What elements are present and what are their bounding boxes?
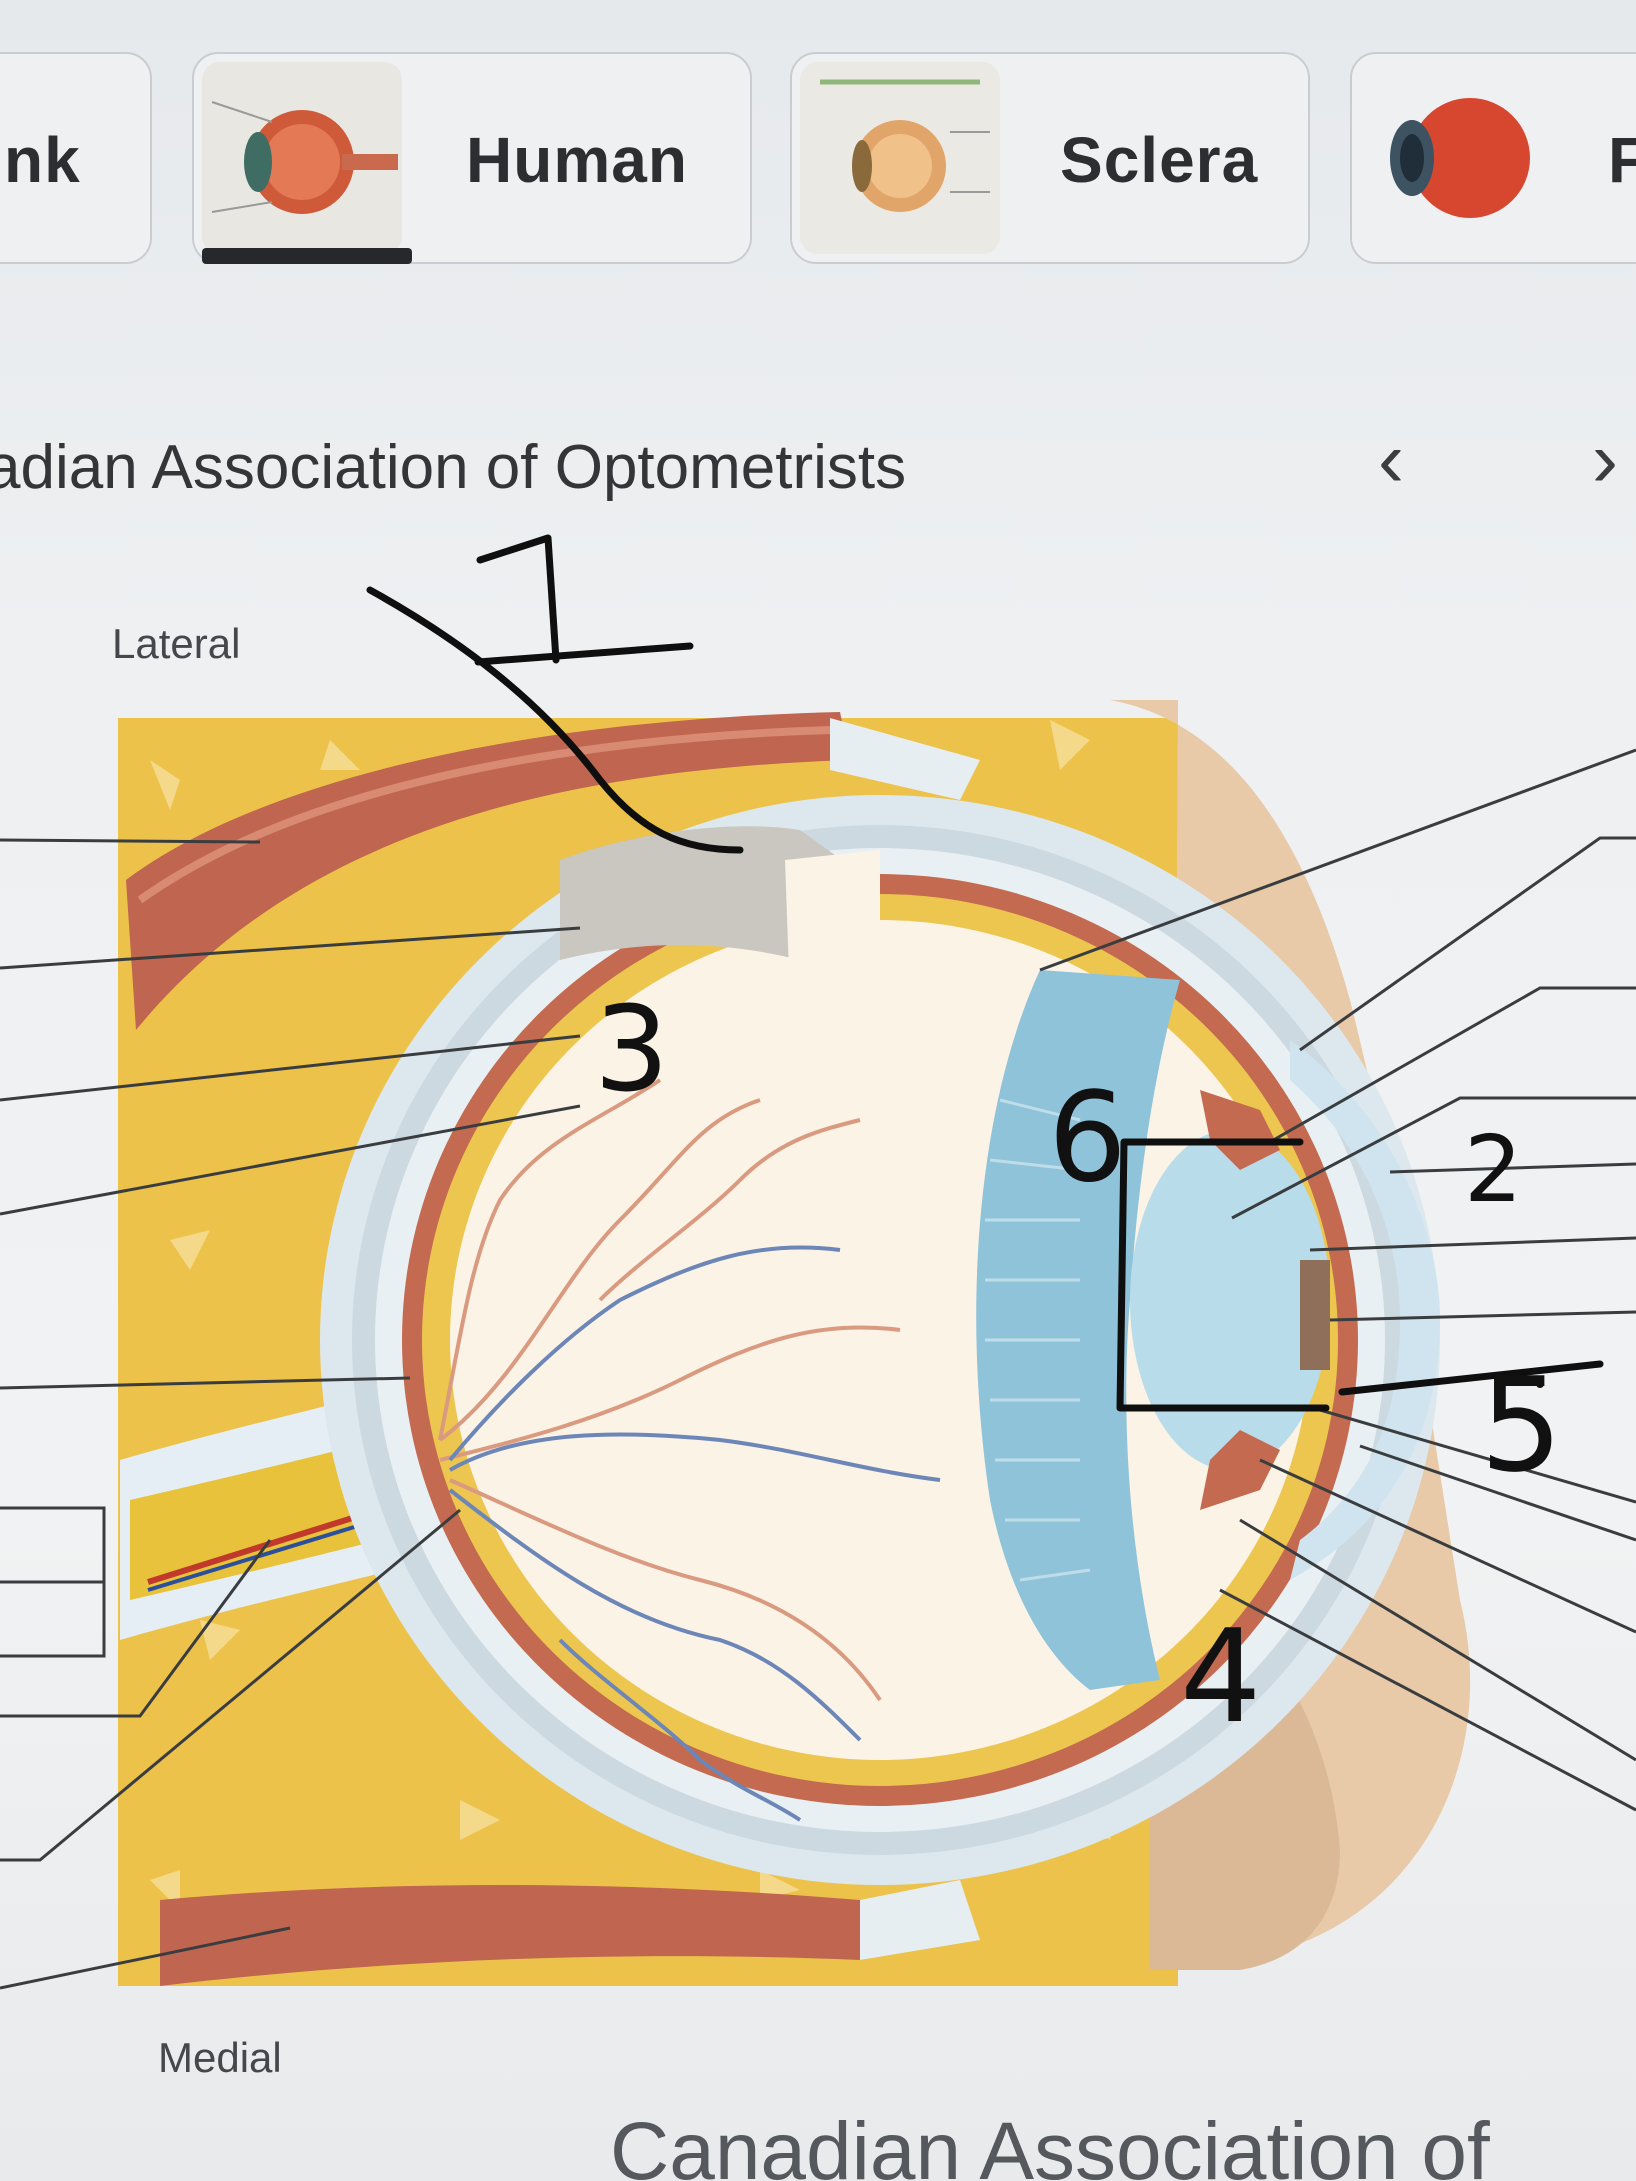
chip-label: Human [466,124,688,196]
chevron-left-icon[interactable]: ‹ [1378,415,1404,503]
next-result-caption[interactable]: Canadian Association of [610,2105,1490,2181]
handwritten-number-4: 4 [1180,1603,1262,1752]
tendon-bottom [860,1880,980,1960]
inferior-rectus-muscle [160,1885,860,1986]
orientation-label-lateral: Lateral [112,620,241,667]
leader-lines-right [1039,748,1636,1812]
iris-lower [1200,1430,1280,1510]
leader-lines-left [0,838,581,1990]
eye-thumbnail-icon [202,62,402,254]
handwritten-number-6: 6 [1048,1066,1127,1210]
handwritten-number-5: 5 [1480,1349,1563,1501]
pupil [1300,1260,1330,1370]
tendon-top [830,718,980,800]
zonule-lines [985,1098,1091,1582]
handwritten-number-3: 3 [594,980,670,1118]
image-search-chip-strip: nk Human [0,0,1636,300]
handwritten-marks [366,534,1604,1412]
cornea [1290,1040,1440,1580]
chip-sclera[interactable]: Sclera [790,52,1310,264]
chip-label: nk [4,124,81,196]
source-title[interactable]: adian Association of Optometrists [0,433,907,502]
iris-upper [1200,1090,1280,1170]
retinal-vessels [438,1078,941,1822]
lens [1130,1130,1330,1470]
selected-chip-indicator [202,248,412,264]
caption-text: Canadian Association of [610,2106,1490,2181]
sclera-thumbnail-icon [800,62,1000,254]
chip-human[interactable]: Human [192,52,752,264]
eye-thumbnail [202,62,402,254]
chevron-right-icon[interactable]: › [1592,415,1618,503]
eye-thumbnail-2-icon [1390,98,1530,218]
orientation-label-medial: Medial [158,2034,282,2081]
superior-rectus-muscle [126,712,850,1030]
sclera-thumbnail [800,62,1000,254]
chip-label: Sclera [1060,124,1259,196]
eye-thumbnail-2 [1360,62,1560,254]
chip-3[interactable]: F [1350,52,1636,264]
ciliary-body [976,970,1180,1690]
handwritten-number-2: 2 [1464,1116,1523,1223]
chip-label: F [1608,54,1636,262]
chip-0[interactable]: nk [0,52,152,264]
